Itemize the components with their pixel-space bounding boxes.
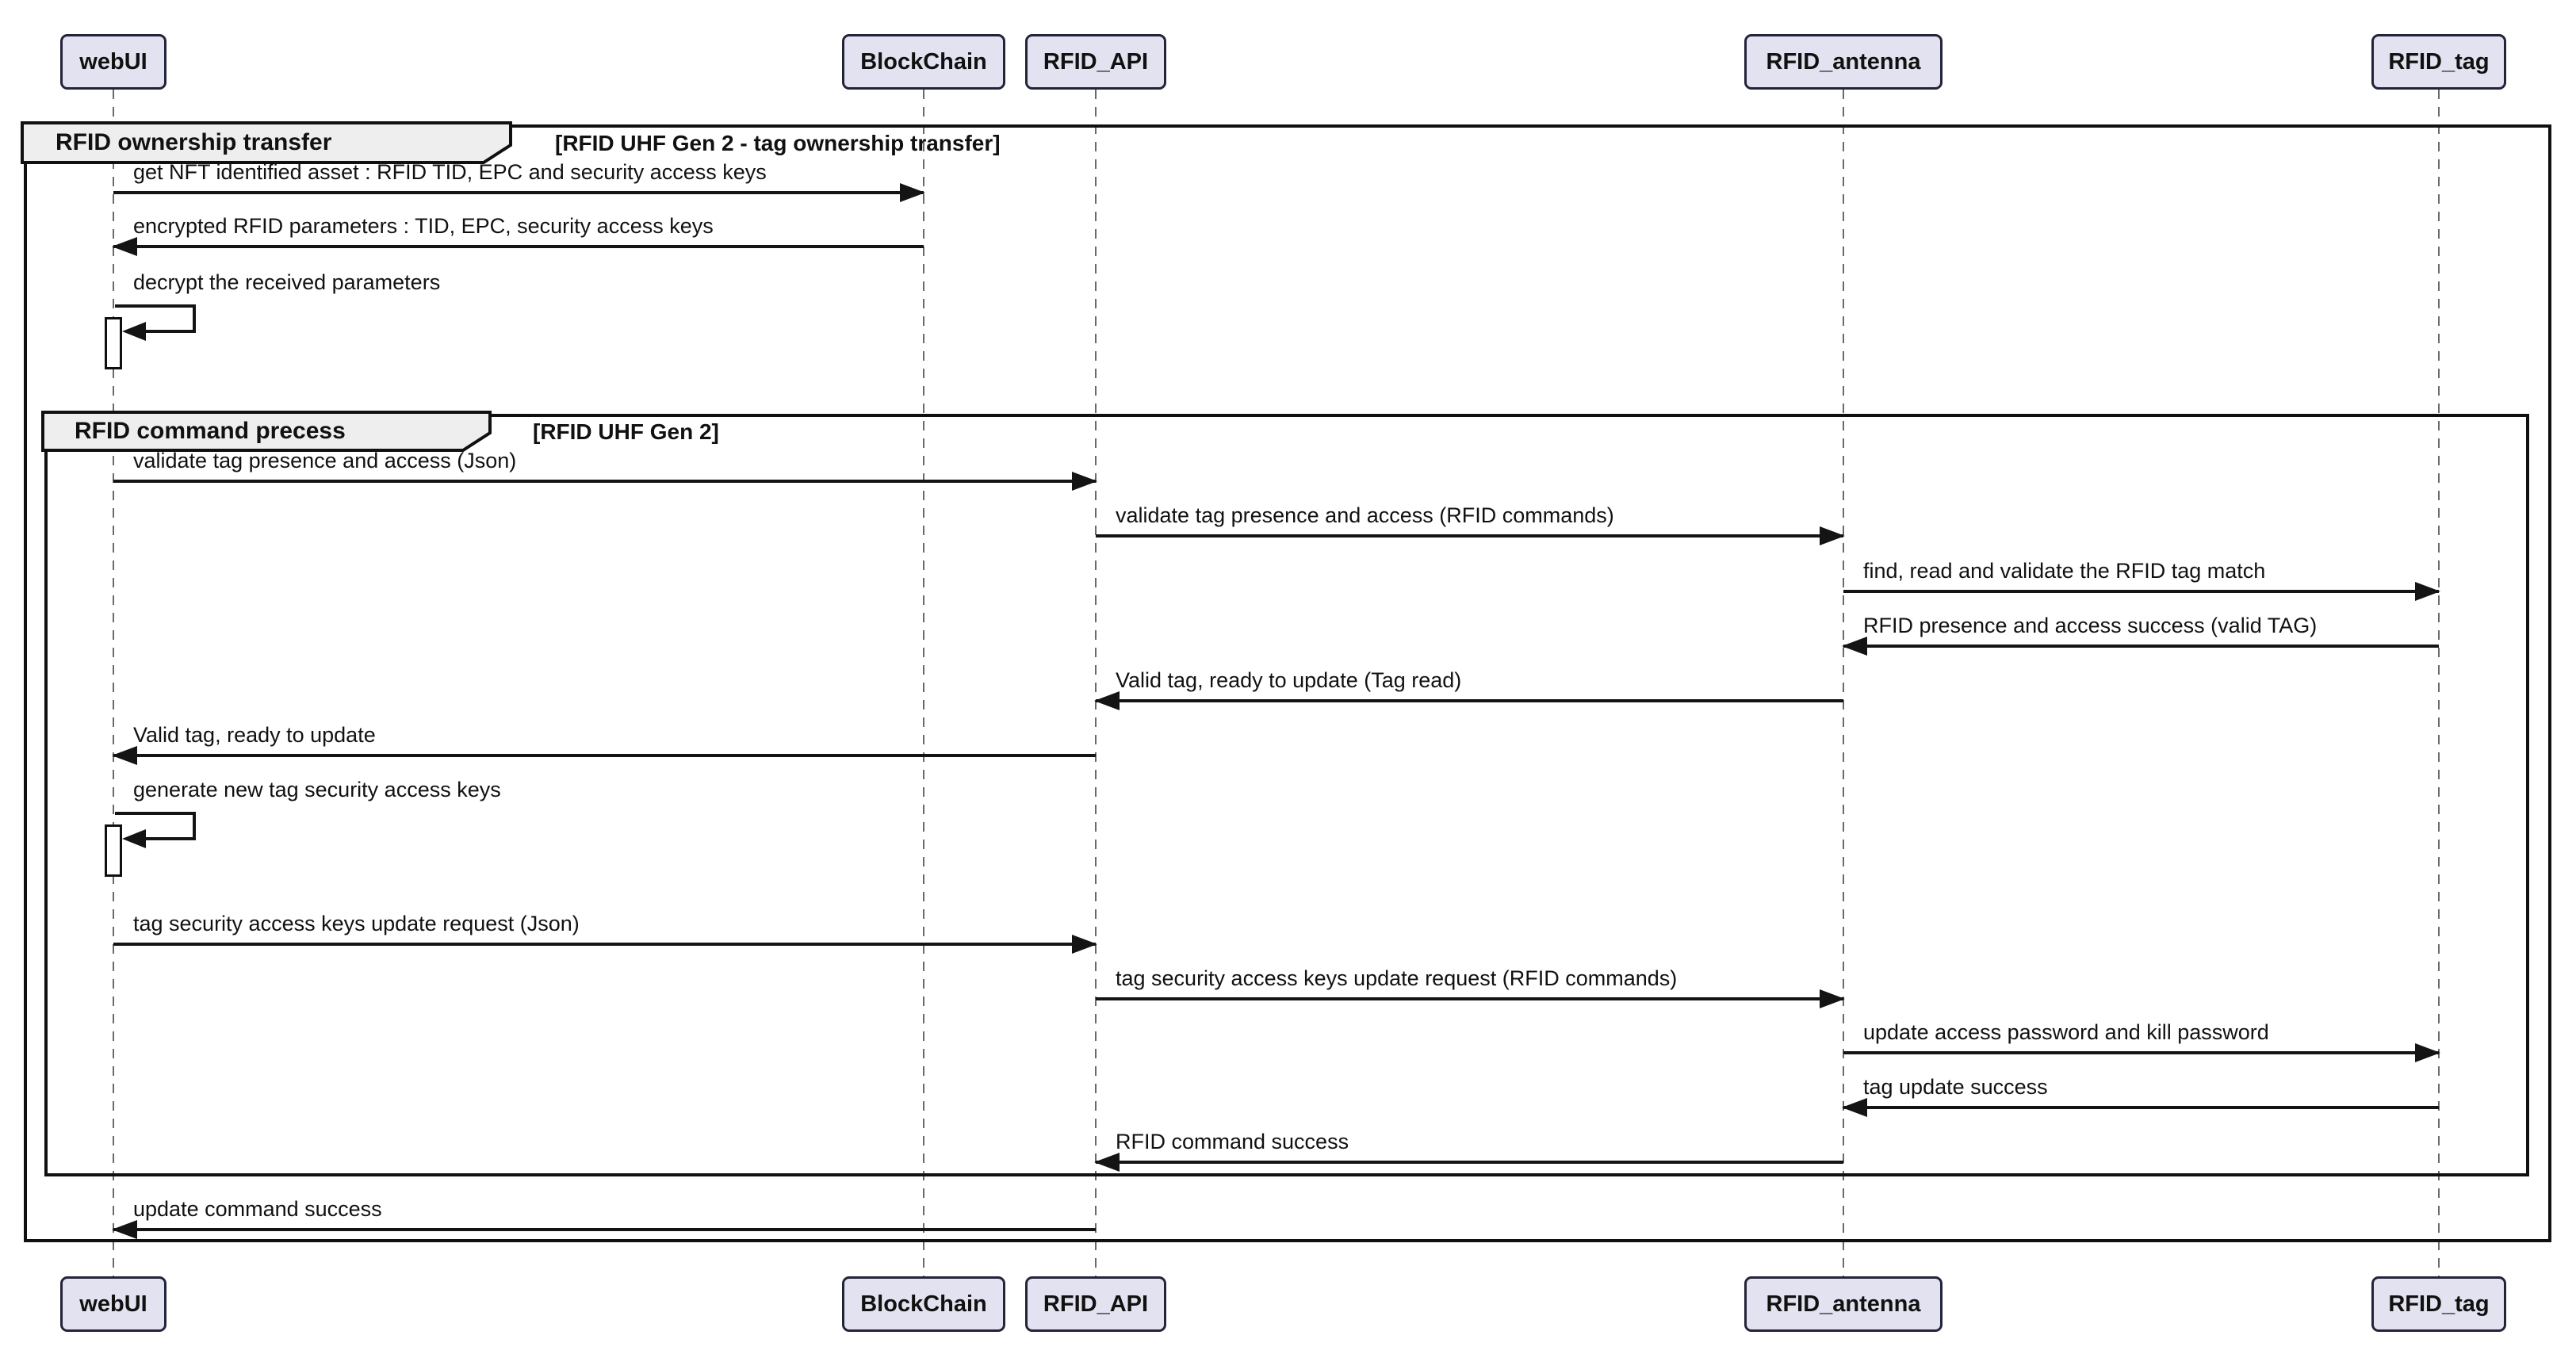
message-get-nft-identified-asset: get NFT identified asset : RFID TID, EPC…: [113, 158, 925, 202]
lifeline-rfid-api: [1095, 90, 1097, 1276]
arrowhead-right-icon: [1820, 526, 1845, 545]
message-line: [113, 480, 1096, 483]
message-label: Valid tag, ready to update (Tag read): [1116, 668, 1462, 692]
message-encrypted-rfid-parameters: encrypted RFID parameters : TID, EPC, se…: [112, 212, 924, 256]
participant-blockchain-top: BlockChain: [842, 34, 1005, 90]
message-rfid-command-success: RFID command success: [1094, 1127, 1843, 1172]
message-label: tag security access keys update request …: [133, 912, 580, 935]
message-update-access-kill-password: update access password and kill password: [1843, 1018, 2440, 1062]
message-validate-tag-presence-rfid-commands: validate tag presence and access (RFID c…: [1096, 501, 1845, 545]
message-rfid-presence-access-success: RFID presence and access success (valid …: [1842, 611, 2439, 656]
frame-rfid-ownership-transfer: [24, 124, 2551, 1242]
activation-bar-webui-1: [105, 317, 122, 369]
self-message-generate-keys-right-line: [193, 812, 196, 840]
lifeline-webui: [113, 90, 114, 1276]
frame-title-outer: RFID ownership transfer: [56, 129, 332, 155]
frame-rfid-command-precess: [44, 414, 2529, 1176]
participant-rfid-tag-top: RFID_tag: [2371, 34, 2506, 90]
participant-webui-top: webUI: [60, 34, 167, 90]
arrowhead-left-icon: [112, 746, 137, 765]
lifeline-rfid-antenna: [1843, 90, 1844, 1276]
arrowhead-left-icon: [122, 829, 146, 848]
arrowhead-left-icon: [1094, 1153, 1120, 1172]
message-line: [113, 245, 924, 248]
self-message-generate-keys-label: generate new tag security access keys: [133, 778, 501, 801]
message-line: [1096, 699, 1843, 702]
message-line: [113, 1228, 1096, 1231]
message-label: get NFT identified asset : RFID TID, EPC…: [133, 160, 767, 184]
arrowhead-right-icon: [1072, 472, 1097, 491]
participant-blockchain-bottom: BlockChain: [842, 1276, 1005, 1332]
message-line: [1843, 1051, 2439, 1054]
message-label: RFID command success: [1116, 1130, 1349, 1153]
arrowhead-right-icon: [900, 183, 925, 202]
message-label: validate tag presence and access (Json): [133, 449, 517, 472]
arrowhead-left-icon: [112, 237, 137, 256]
message-label: update command success: [133, 1197, 382, 1221]
self-message-decrypt-right-line: [193, 304, 196, 333]
message-valid-tag-ready-to-update: Valid tag, ready to update: [112, 721, 1096, 765]
message-line: [1843, 590, 2439, 593]
arrowhead-left-icon: [122, 322, 146, 341]
message-line: [1843, 1106, 2439, 1109]
message-keys-update-request-rfid-commands: tag security access keys update request …: [1096, 964, 1845, 1008]
arrowhead-right-icon: [2415, 582, 2440, 601]
message-label: tag security access keys update request …: [1116, 966, 1678, 990]
self-message-decrypt-label: decrypt the received parameters: [133, 270, 441, 294]
message-update-command-success: update command success: [112, 1195, 1096, 1239]
arrowhead-left-icon: [1094, 691, 1120, 710]
activation-bar-webui-2: [105, 824, 122, 877]
participant-rfid-api-top: RFID_API: [1025, 34, 1166, 90]
message-label: RFID presence and access success (valid …: [1863, 614, 2318, 637]
message-line: [1096, 534, 1843, 537]
message-line: [113, 754, 1096, 757]
lifeline-blockchain: [923, 90, 924, 1276]
arrowhead-left-icon: [1842, 637, 1867, 656]
frame-title-inner: RFID command precess: [75, 418, 346, 444]
self-message-decrypt-top-line: [115, 304, 196, 308]
message-line: [1843, 645, 2439, 648]
arrowhead-right-icon: [1820, 989, 1845, 1008]
message-keys-update-request-json: tag security access keys update request …: [113, 909, 1097, 954]
participant-rfid-antenna-top: RFID_antenna: [1744, 34, 1943, 90]
message-label: update access password and kill password: [1863, 1020, 2269, 1044]
message-line: [1096, 1161, 1843, 1164]
arrowhead-left-icon: [1842, 1098, 1867, 1117]
message-line: [113, 943, 1096, 946]
frame-header-pentagon-outer: [21, 121, 512, 164]
frame-header-pentagon-inner: [41, 411, 492, 452]
arrowhead-left-icon: [112, 1220, 137, 1239]
self-message-generate-keys-top-line: [115, 812, 196, 815]
participant-webui-bottom: webUI: [60, 1276, 167, 1332]
message-label: find, read and validate the RFID tag mat…: [1863, 559, 2266, 583]
message-find-read-validate-tag: find, read and validate the RFID tag mat…: [1843, 557, 2440, 601]
arrowhead-right-icon: [2415, 1043, 2440, 1062]
participant-rfid-tag-bottom: RFID_tag: [2371, 1276, 2506, 1332]
message-valid-tag-ready-tag-read: Valid tag, ready to update (Tag read): [1094, 666, 1843, 710]
participant-rfid-api-bottom: RFID_API: [1025, 1276, 1166, 1332]
arrowhead-right-icon: [1072, 935, 1097, 954]
message-label: validate tag presence and access (RFID c…: [1116, 503, 1614, 527]
message-label: Valid tag, ready to update: [133, 723, 376, 747]
message-tag-update-success: tag update success: [1842, 1073, 2439, 1117]
lifeline-rfid-tag: [2438, 90, 2440, 1276]
frame-condition-outer: [RFID UHF Gen 2 - tag ownership transfer…: [555, 131, 1001, 155]
message-line: [1096, 997, 1843, 1000]
message-label: encrypted RFID parameters : TID, EPC, se…: [133, 214, 714, 238]
message-line: [113, 191, 924, 194]
self-message-decrypt-bottom-line: [135, 330, 196, 333]
participant-rfid-antenna-bottom: RFID_antenna: [1744, 1276, 1943, 1332]
message-validate-tag-presence-json: validate tag presence and access (Json): [113, 446, 1097, 491]
message-label: tag update success: [1863, 1075, 2048, 1099]
self-message-generate-keys-bottom-line: [135, 837, 196, 840]
frame-condition-inner: [RFID UHF Gen 2]: [533, 419, 719, 444]
